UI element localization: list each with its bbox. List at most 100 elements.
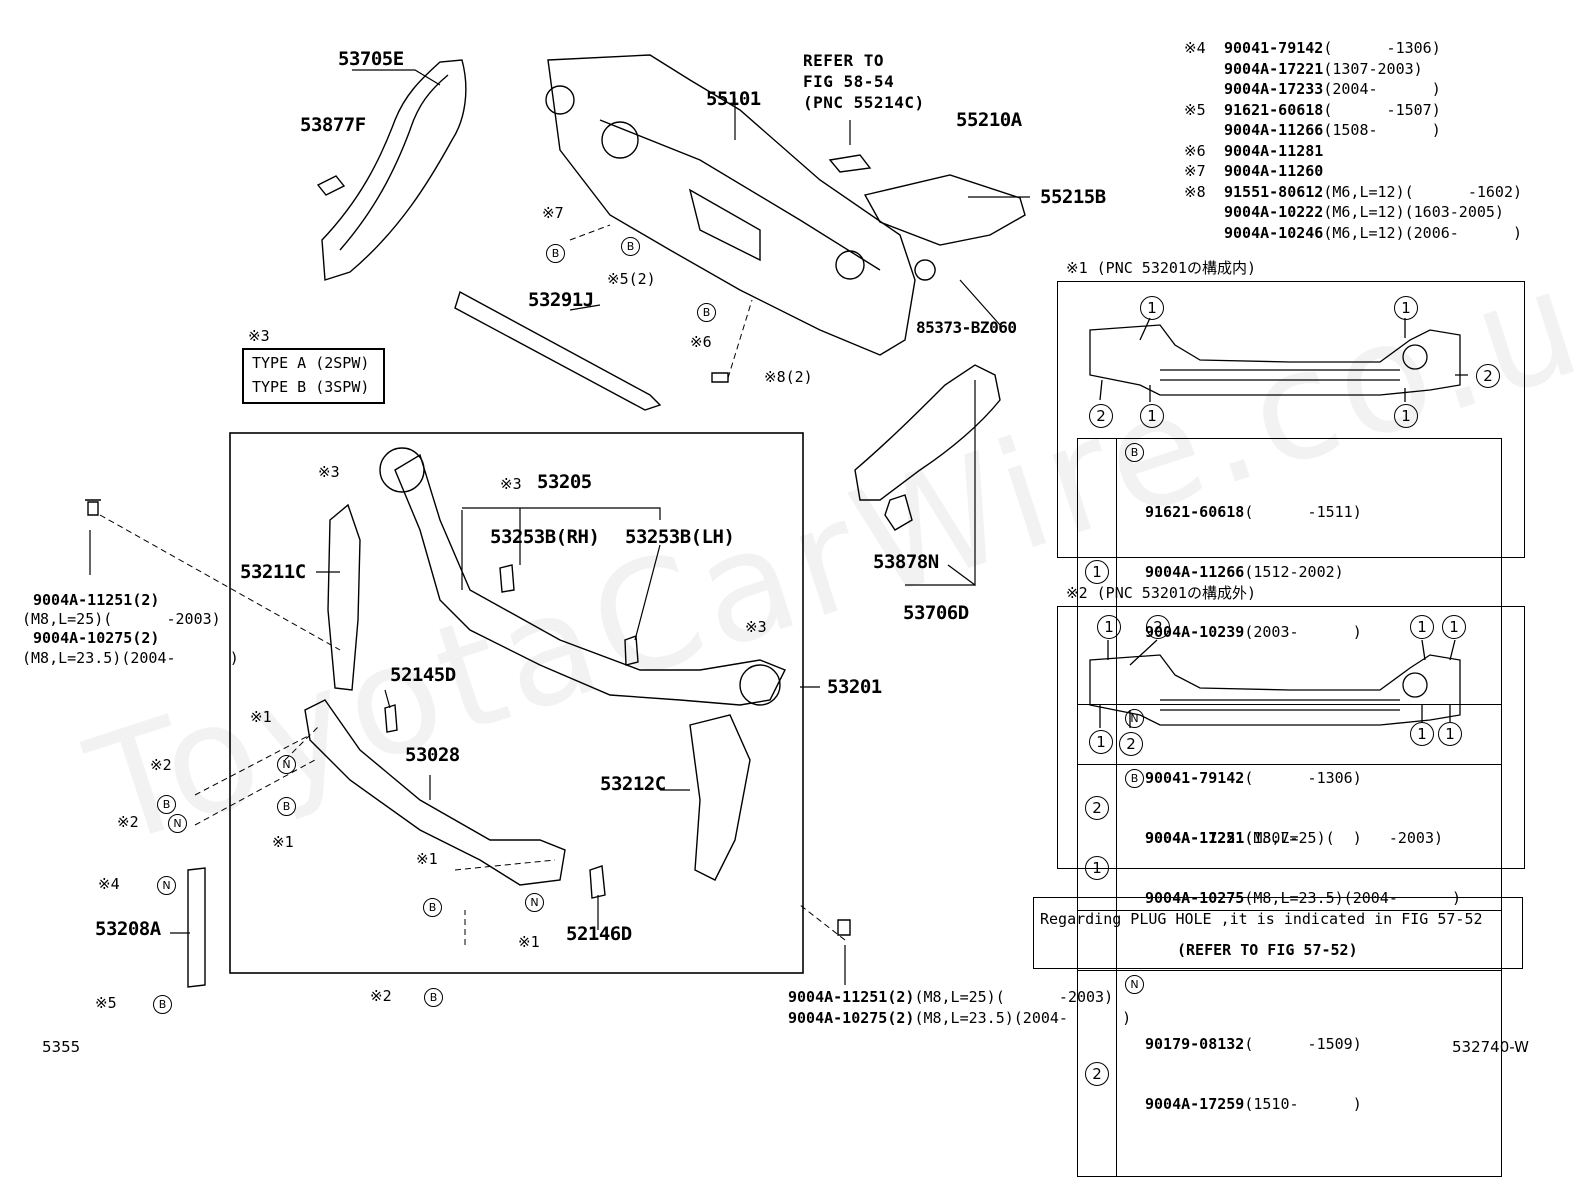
callout-1-icon: 1	[1442, 615, 1466, 639]
inset2-part: 9004A-17259	[1145, 1095, 1245, 1113]
inset2-range: (M8,L=23.5)(2004- )	[1244, 889, 1462, 907]
mark-8-2: ※8(2)	[764, 368, 813, 386]
legend-range: (1508- )	[1323, 121, 1441, 139]
callout-1-icon: 1	[1394, 296, 1418, 320]
bolt-left-line-3: 9004A-10275(2)	[33, 629, 160, 647]
inset2-range: (1510- )	[1244, 1095, 1362, 1113]
label-53705e: 53705E	[338, 48, 404, 70]
callout-1-icon: 1	[1140, 404, 1164, 428]
support-53211c	[327, 503, 361, 691]
legend-mark: ※4	[1184, 39, 1206, 57]
legend-range: (2004- )	[1323, 80, 1441, 98]
label-53028: 53028	[405, 744, 460, 766]
legend-range: (M6,L=12)(1603-2005)	[1323, 203, 1504, 221]
label-53208a: 53208A	[95, 918, 161, 940]
callout-1-icon: 1	[1410, 615, 1434, 639]
callout-1-icon: 1	[1097, 615, 1121, 639]
mark-3-b: ※3	[500, 475, 522, 493]
inset1-range: (2003- )	[1244, 623, 1362, 641]
inset2-title: ※2 (PNC 53201の構成外)	[1066, 584, 1256, 602]
table-row: 1 B 91621-60618( -1511) 9004A-11266(1512…	[1077, 438, 1502, 705]
inset2-range: ( -1509)	[1244, 1035, 1362, 1053]
mark-7: ※7	[542, 204, 564, 222]
label-55210a: 55210A	[956, 109, 1022, 131]
bolt-bottom-part-1: 9004A-11251(2)	[788, 988, 915, 1006]
circle-n-icon: N	[157, 876, 176, 895]
legend-range: ( -1507)	[1323, 100, 1441, 119]
group-box-53201	[229, 432, 804, 974]
support-53205	[394, 453, 786, 706]
circle-n-icon: N	[168, 814, 187, 833]
mark-6: ※6	[690, 333, 712, 351]
dash-panel-55101	[547, 54, 916, 356]
mark-5-2: ※5(2)	[607, 270, 656, 288]
legend-part: 9004A-11281	[1224, 141, 1324, 160]
label-52145d: 52145D	[390, 664, 456, 686]
inset1-title: ※1 (PNC 53201の構成内)	[1066, 259, 1256, 277]
callout-2-icon: 2	[1119, 732, 1143, 756]
table-row: 2 N 90179-08132( -1509) 9004A-17259(1510…	[1077, 970, 1502, 1177]
label-52146d: 52146D	[566, 923, 632, 945]
mark-1-d: ※1	[518, 933, 540, 951]
legend-mark: ※7	[1184, 162, 1206, 180]
callout-1-icon: 1	[1089, 730, 1113, 754]
mark-1-a: ※1	[250, 708, 272, 726]
callout-1-icon: 1	[1438, 722, 1462, 746]
type-box-line-1: TYPE A (2SPW)	[252, 354, 370, 372]
label-53253b-rh: 53253B(RH)	[490, 526, 600, 548]
circle-b-icon: B	[621, 237, 640, 256]
parts-illustration	[85, 54, 1468, 988]
mark-2-a: ※2	[150, 756, 172, 774]
support-53212c	[689, 714, 751, 881]
legend-range: (M6,L=12)( -1602)	[1323, 182, 1523, 201]
inset1-part: 91621-60618	[1145, 503, 1245, 521]
label-53878n: 53878N	[873, 551, 939, 573]
legend-part: 91551-80612	[1224, 182, 1324, 201]
mark-1-b: ※1	[272, 833, 294, 851]
apron-arm-53705e	[321, 59, 467, 281]
label-53211c: 53211C	[240, 561, 306, 583]
brace-53208a	[187, 867, 206, 988]
legend-part: 9004A-17233	[1224, 80, 1324, 98]
callout-1-icon: 1	[1410, 722, 1434, 746]
mark-3-a: ※3	[318, 463, 340, 481]
callout-1-icon: 1	[1140, 296, 1164, 320]
lower-53028	[304, 699, 566, 886]
mark-5: ※5	[95, 994, 117, 1012]
refer-line-2: FIG 58-54	[803, 72, 895, 91]
clip-55210a	[828, 154, 872, 173]
type-box	[242, 348, 385, 404]
inset1-range: ( -1511)	[1244, 503, 1362, 521]
circle-n-icon: N	[525, 893, 544, 912]
silencer-55215b	[863, 174, 1026, 246]
circle-n-icon: N	[277, 755, 296, 774]
callout-2-icon: 2	[1085, 1061, 1109, 1086]
legend-part: 9004A-11260	[1224, 162, 1324, 180]
mark-4: ※4	[98, 875, 120, 893]
legend-range: ( -1306)	[1323, 39, 1441, 57]
inset2-table: 1 B 9004A-11251(M8,L=25)( -2003) 9004A-1…	[1077, 764, 1502, 1177]
label-53212c: 53212C	[600, 773, 666, 795]
label-53291j: 53291J	[528, 289, 594, 311]
label-53253b-lh: 53253B(LH)	[625, 526, 735, 548]
inset2-part: 90179-08132	[1145, 1035, 1245, 1053]
footer-illustration-code: 532740-W	[1452, 1038, 1529, 1056]
callout-1-icon: 1	[1085, 559, 1109, 584]
legend-range: (1307-2003)	[1323, 59, 1423, 78]
circle-b-icon: B	[697, 303, 716, 322]
label-85373-bz060: 85373-BZ060	[916, 318, 1017, 337]
label-53205: 53205	[537, 471, 592, 493]
legend-part: 9004A-17221	[1224, 59, 1324, 78]
plug-85373	[914, 259, 936, 281]
legend-range: (M6,L=12)(2006- )	[1323, 223, 1523, 242]
table-row: 1 B 9004A-11251(M8,L=25)( -2003) 9004A-1…	[1077, 764, 1502, 971]
mark-1-c: ※1	[416, 850, 438, 868]
legend-part: 91621-60618	[1224, 100, 1324, 119]
legend-mark: ※8	[1184, 182, 1206, 201]
callout-2-icon: 2	[1146, 615, 1170, 639]
type-box-line-2: TYPE B (3SPW)	[252, 378, 370, 396]
bolt-left-line-4: (M8,L=23.5)(2004- )	[22, 649, 239, 667]
type-box-mark: ※3	[248, 327, 270, 345]
label-53706d: 53706D	[903, 602, 969, 624]
circle-b-icon: B	[277, 797, 296, 816]
